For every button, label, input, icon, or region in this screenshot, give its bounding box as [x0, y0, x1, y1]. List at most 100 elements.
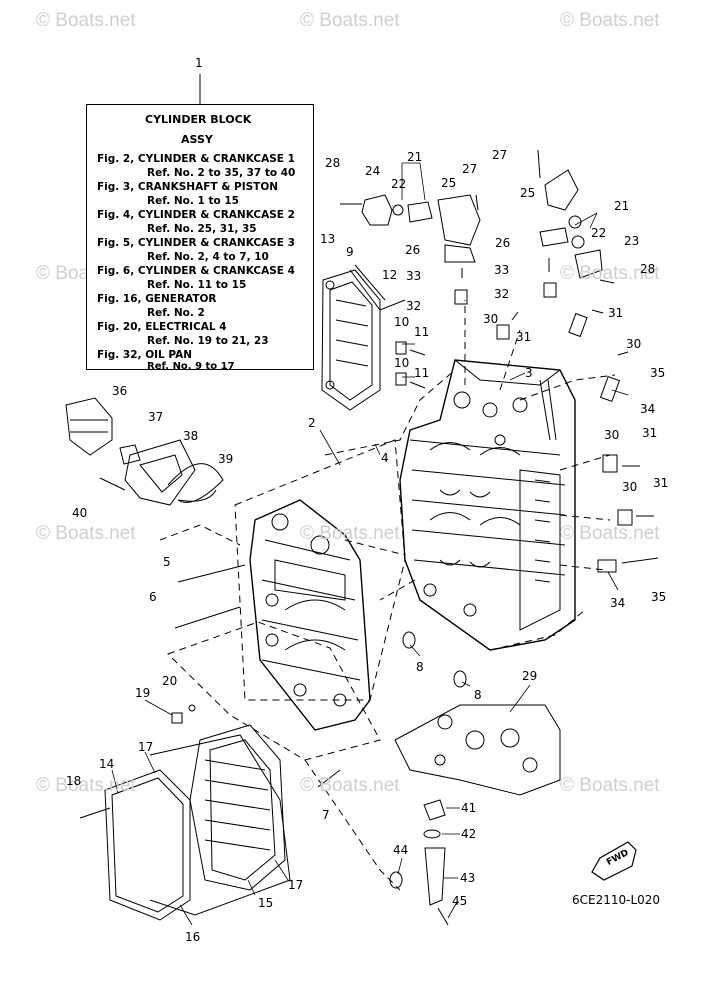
watermark: © Boats.net: [560, 263, 660, 284]
info-line: Fig. 20, ELECTRICAL 4: [97, 321, 227, 333]
callout-10: 10: [394, 356, 410, 370]
watermark: © Boats.net: [560, 10, 660, 31]
callout-34: 34: [610, 596, 626, 610]
callout-24: 24: [365, 164, 381, 178]
callout-28: 28: [640, 262, 656, 276]
callout-35: 35: [650, 366, 666, 380]
callout-30: 30: [604, 428, 620, 442]
callout-21: 21: [407, 150, 423, 164]
callout-35: 35: [651, 590, 667, 604]
info-line: Fig. 2, CYLINDER & CRANKCASE 1: [97, 153, 295, 165]
crankcase-block: [399, 359, 576, 651]
info-subtitle: ASSY: [181, 133, 213, 146]
callout-45: 45: [452, 894, 468, 908]
info-line: Ref. No. 25, 31, 35: [147, 223, 257, 235]
callout-21: 21: [614, 199, 630, 213]
callout-12: 12: [382, 268, 398, 282]
callout-33: 33: [494, 263, 510, 277]
callout-6: 6: [149, 590, 157, 604]
callout-30: 30: [483, 312, 499, 326]
oil-filter-pump: [65, 397, 224, 506]
callout-8: 8: [474, 688, 482, 702]
callout-18: 18: [66, 774, 82, 788]
watermark: © Boats.net: [560, 523, 660, 544]
callout-11: 11: [414, 325, 430, 339]
info-line: Ref. No. 2, 4 to 7, 10: [147, 251, 269, 263]
callout-40: 40: [72, 506, 88, 520]
info-line: Fig. 16, GENERATOR: [97, 293, 217, 305]
watermark: © Boats.net: [36, 523, 136, 544]
callout-29: 29: [522, 669, 538, 683]
cylinder-head: [249, 499, 371, 731]
info-line: Ref. No. 19 to 21, 23: [147, 335, 269, 347]
callout-22: 22: [391, 177, 407, 191]
callout-37: 37: [148, 410, 164, 424]
callout-32: 32: [406, 299, 422, 313]
callout-11: 11: [414, 366, 430, 380]
diagram-code: 6CE2110-L020: [572, 893, 661, 907]
info-line: Ref. No. 11 to 15: [147, 279, 247, 291]
callout-26: 26: [405, 243, 421, 257]
callout-33: 33: [406, 269, 422, 283]
info-line: Ref. No. 2: [147, 307, 205, 319]
info-line: Ref. No. 9 to 17: [147, 361, 235, 372]
callout-41: 41: [461, 801, 477, 815]
callout-23: 23: [624, 234, 640, 248]
callout-30: 30: [626, 337, 642, 351]
watermark: © Boats.net: [36, 10, 136, 31]
callout-31: 31: [653, 476, 669, 490]
callout-25: 25: [520, 186, 536, 200]
callout-2: 2: [308, 416, 316, 430]
watermark: © Boats.net: [300, 10, 400, 31]
callout-31: 31: [516, 330, 532, 344]
info-line: Ref. No. 1 to 15: [147, 195, 239, 207]
watermark: © Boats.net: [560, 775, 660, 796]
callout-31: 31: [608, 306, 624, 320]
callout-17: 17: [138, 740, 154, 754]
callout-16: 16: [185, 930, 201, 944]
watermark: © Boats.net: [300, 775, 400, 796]
callout-20: 20: [162, 674, 178, 688]
thermostat-left: [340, 194, 481, 305]
callout-9: 9: [346, 245, 354, 259]
oil-filler-tube: [389, 799, 449, 926]
callout-22: 22: [591, 226, 607, 240]
info-line: Fig. 32, OIL PAN: [97, 349, 193, 361]
callout-32: 32: [494, 287, 510, 301]
callout-39: 39: [218, 452, 234, 466]
cylinder-block-info-box: CYLINDER BLOCK ASSY Fig. 2, CYLINDER & C…: [86, 104, 314, 372]
callout-3: 3: [525, 366, 533, 380]
callout-19: 19: [135, 686, 151, 700]
info-line: Ref. No. 2 to 35, 37 to 40: [147, 167, 296, 179]
callout-27: 27: [462, 162, 478, 176]
callout-26: 26: [495, 236, 511, 250]
callout-1: 1: [195, 56, 203, 70]
info-title: CYLINDER BLOCK: [145, 113, 252, 126]
callout-42: 42: [461, 827, 477, 841]
callout-31: 31: [642, 426, 658, 440]
gasket-29: [394, 704, 561, 796]
callout-10: 10: [394, 315, 410, 329]
callout-27: 27: [492, 148, 508, 162]
callout-17: 17: [288, 878, 304, 892]
info-line: Fig. 4, CYLINDER & CRANKCASE 2: [97, 209, 295, 221]
callout-38: 38: [183, 429, 199, 443]
callout-25: 25: [441, 176, 457, 190]
callout-5: 5: [163, 555, 171, 569]
thermostat-cover-left: [321, 264, 426, 411]
info-line: Fig. 3, CRANKSHAFT & PISTON: [97, 181, 279, 193]
info-line: Fig. 6, CYLINDER & CRANKCASE 4: [97, 265, 295, 277]
callout-28: 28: [325, 156, 341, 170]
callout-34: 34: [640, 402, 656, 416]
callout-14: 14: [99, 757, 115, 771]
callout-7: 7: [322, 808, 330, 822]
callout-43: 43: [460, 871, 476, 885]
callout-15: 15: [258, 896, 274, 910]
watermark: © Boats.net: [300, 523, 400, 544]
callout-44: 44: [393, 843, 409, 857]
callout-36: 36: [112, 384, 128, 398]
info-line: Fig. 5, CYLINDER & CRANKCASE 3: [97, 237, 295, 249]
fwd-arrow-icon: [591, 841, 637, 881]
watermark: © Boats.net: [36, 775, 136, 796]
